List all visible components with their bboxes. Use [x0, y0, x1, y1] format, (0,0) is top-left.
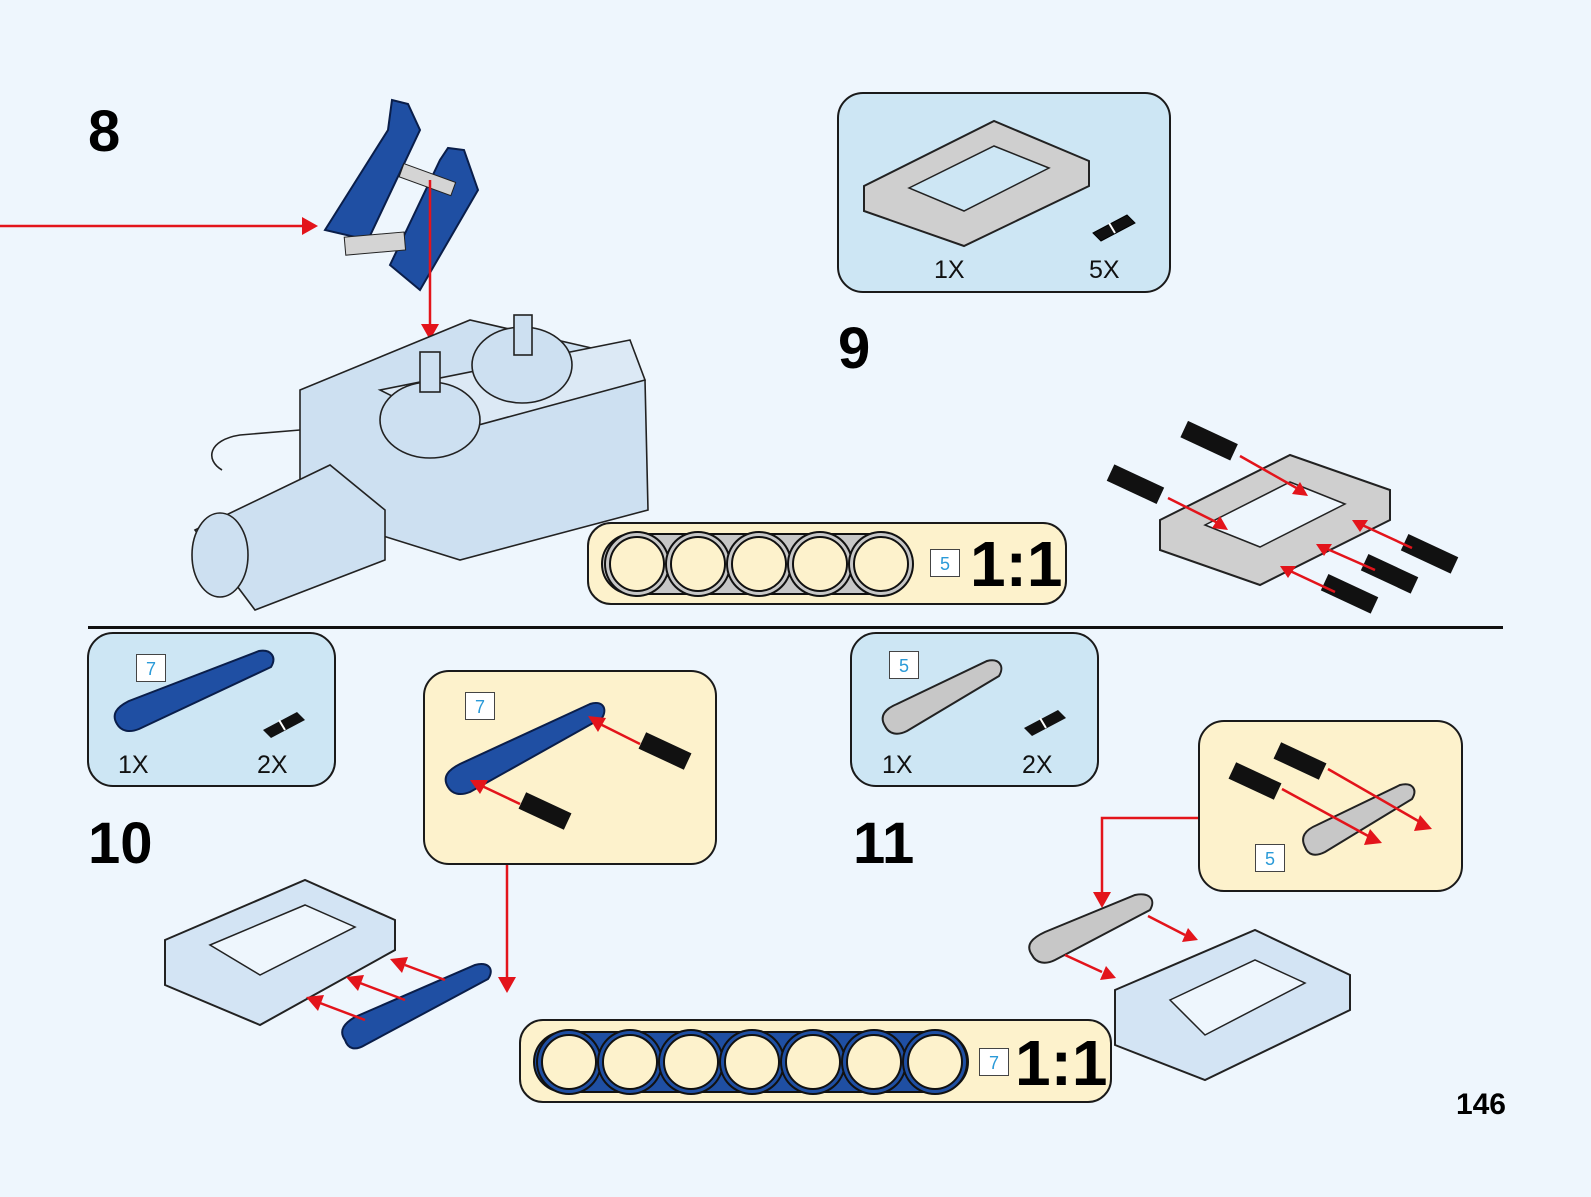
step-10-parts-box: 7 1X 2X	[87, 632, 336, 787]
step-10-subassembly-box: 7	[423, 670, 717, 865]
beam-quantity: 1X	[882, 751, 913, 779]
step-9-parts-box: 1X 5X	[837, 92, 1171, 293]
hole	[853, 536, 909, 592]
scale-label: 1:1	[1015, 1027, 1108, 1099]
hole	[670, 536, 726, 592]
black-pin-icon	[1092, 214, 1136, 242]
blue-bracket-subassembly	[323, 98, 480, 292]
frame-quantity: 1X	[934, 256, 965, 284]
hole	[846, 1034, 902, 1090]
section-divider	[88, 626, 1503, 629]
pin-quantity: 2X	[1022, 751, 1053, 779]
subassembly-illustration	[1228, 742, 1432, 856]
open-frame-icon	[863, 119, 1090, 248]
hole	[907, 1034, 963, 1090]
beam-quantity: 1X	[118, 751, 149, 779]
length-tag: 5	[930, 549, 960, 577]
step-8-illustration	[0, 98, 649, 611]
hole	[792, 536, 848, 592]
gray-beam-5-icon	[881, 659, 1003, 735]
length-tag: 7	[465, 692, 495, 720]
beam-5-outline	[601, 533, 911, 595]
length-tag: 7	[136, 654, 166, 682]
black-pin-icon	[263, 712, 305, 738]
step-number-8: 8	[88, 99, 121, 164]
step-number-11: 11	[853, 811, 915, 876]
black-pin-icon	[1024, 710, 1066, 736]
hole	[731, 536, 787, 592]
length-tag: 5	[1255, 844, 1285, 872]
hole	[541, 1034, 597, 1090]
beam-7-outline	[533, 1031, 969, 1093]
step-10-illustration	[164, 865, 516, 1050]
hole	[602, 1034, 658, 1090]
step-number-9: 9	[838, 316, 871, 381]
step-11-subassembly-box: 5	[1198, 720, 1463, 892]
blue-beam-7-icon	[113, 649, 275, 733]
hole	[609, 536, 665, 592]
hole	[724, 1034, 780, 1090]
length-tag: 5	[889, 651, 919, 679]
pin-quantity: 2X	[257, 751, 288, 779]
large-motor	[191, 314, 649, 611]
scale-label: 1:1	[970, 528, 1063, 600]
subassembly-illustration	[444, 702, 692, 830]
pins	[1106, 420, 1459, 614]
step-11-illustration	[1028, 816, 1351, 1082]
ratio-guide-5: 5 1:1	[587, 522, 1067, 605]
pin-quantity: 5X	[1089, 256, 1120, 284]
arrow-head	[302, 217, 318, 235]
step-9-illustration	[1106, 420, 1459, 614]
hole	[785, 1034, 841, 1090]
step-11-parts-box: 5 1X 2X	[850, 632, 1099, 787]
step-number-10: 10	[88, 811, 153, 876]
length-tag: 7	[979, 1048, 1009, 1076]
ratio-guide-7: 7 1:1	[519, 1019, 1112, 1103]
page-number: 146	[1455, 1088, 1506, 1121]
hole	[663, 1034, 719, 1090]
